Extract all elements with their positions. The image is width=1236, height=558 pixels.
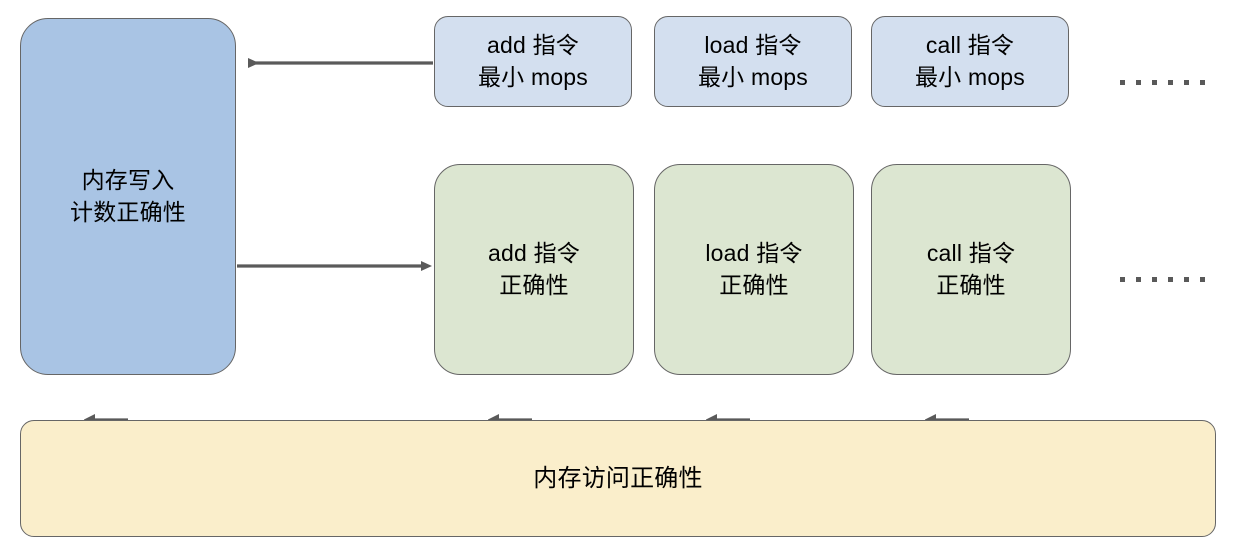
node-memory-access-correctness[interactable]: 内存访问正确性 [20,420,1216,537]
ellipsis-dot [1136,277,1141,282]
node-call-correctness[interactable]: call 指令 正确性 [871,164,1071,375]
ellipsis-dot [1184,80,1189,85]
ellipsis-dot [1184,277,1189,282]
ellipsis-dot [1136,80,1141,85]
node-add-correctness[interactable]: add 指令 正确性 [434,164,634,375]
node-load-correctness[interactable]: load 指令 正确性 [654,164,854,375]
ellipsis-dot [1168,80,1173,85]
ellipsis-dot [1120,277,1125,282]
ellipsis-dot [1200,277,1205,282]
ellipsis-dot [1200,80,1205,85]
node-load-min-mops[interactable]: load 指令 最小 mops [654,16,852,107]
node-add-min-mops[interactable]: add 指令 最小 mops [434,16,632,107]
ellipsis-dot [1168,277,1173,282]
ellipsis-correctness-row [1120,277,1205,282]
ellipsis-dot [1120,80,1125,85]
node-memory-write-count-correctness[interactable]: 内存写入 计数正确性 [20,18,236,375]
ellipsis-mops-row [1120,80,1205,85]
node-call-min-mops[interactable]: call 指令 最小 mops [871,16,1069,107]
ellipsis-dot [1152,80,1157,85]
ellipsis-dot [1152,277,1157,282]
